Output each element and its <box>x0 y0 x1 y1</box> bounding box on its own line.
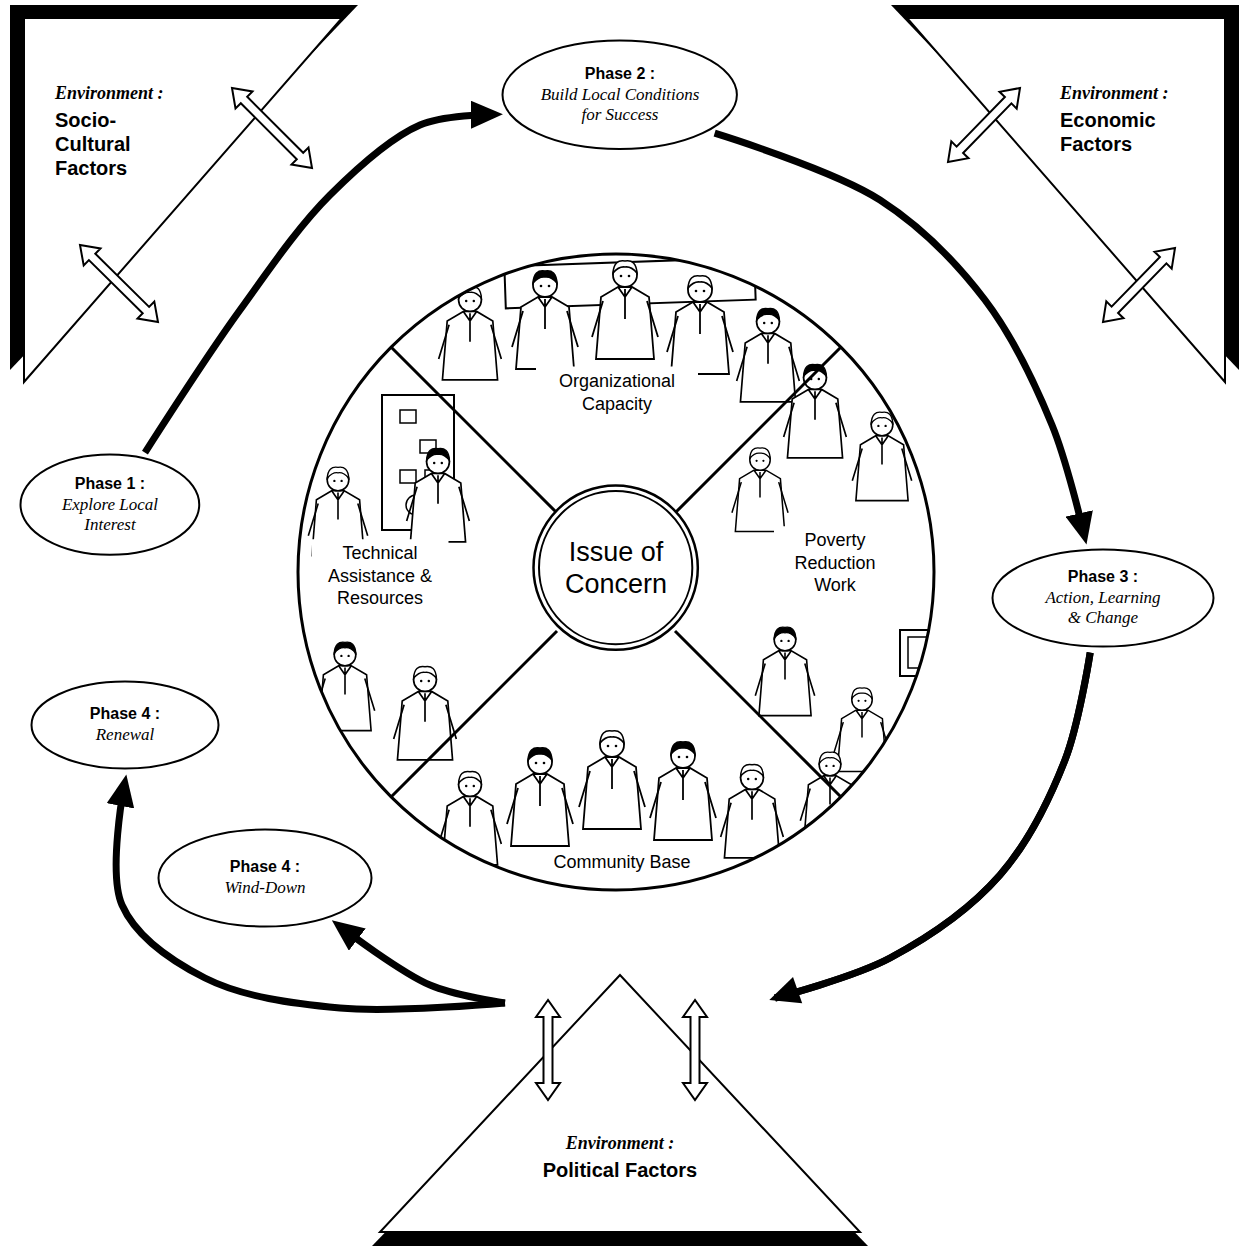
person-figure <box>732 448 788 532</box>
phase-text: Build Local Conditions for Success <box>540 85 700 126</box>
factor-label: Political Factors <box>520 1158 720 1182</box>
cycle-arrow <box>715 133 1084 532</box>
wheel-rim <box>298 254 934 890</box>
person-figure <box>507 748 573 846</box>
person-figure <box>394 666 457 759</box>
person-figure <box>667 276 733 374</box>
wheel-ground <box>298 254 934 890</box>
divider-line <box>675 631 841 797</box>
segment-label: Community Base <box>553 851 690 874</box>
person-figure <box>852 412 911 500</box>
ellipse-outline <box>30 680 220 770</box>
person-figure <box>755 627 814 715</box>
phase-text: Renewal <box>96 725 155 745</box>
person-figure <box>579 731 645 829</box>
phase-ellipse: Phase 2 :Build Local Conditions for Succ… <box>501 39 738 151</box>
person-figure <box>834 688 890 772</box>
circle-outline <box>532 484 699 651</box>
triangle-face <box>24 18 342 382</box>
wheel-segment: Poverty Reduction Work <box>774 526 896 600</box>
triangle-text: Environment : Socio-Cultural Factors <box>55 83 215 180</box>
phase-text: Wind-Down <box>224 878 305 898</box>
environment-label: Environment : <box>520 1133 720 1154</box>
center-label: Issue of Concern <box>551 536 681 601</box>
person-figure <box>315 642 374 730</box>
person-figure <box>512 271 578 369</box>
double-arrow <box>232 88 312 168</box>
triangle-face <box>380 975 860 1232</box>
person-figure <box>784 364 847 457</box>
phase-ellipse: Phase 3 :Action, Learning & Change <box>991 548 1215 648</box>
wheel-segment: Organizational Capacity <box>536 367 698 418</box>
phase-title: Phase 1 : <box>75 474 145 495</box>
double-arrow <box>1103 248 1175 322</box>
triangle-text: Environment : Economic Factors <box>1060 83 1220 156</box>
phase-title: Phase 4 : <box>230 857 300 878</box>
triangle-text: Environment : Political Factors <box>520 1133 720 1182</box>
person-figure <box>407 448 470 541</box>
person-figure <box>650 742 716 840</box>
ellipse-outline <box>157 828 373 928</box>
double-arrow <box>80 245 158 322</box>
factor-label: Socio-Cultural Factors <box>55 108 155 180</box>
environment-triangle: Environment : Economic Factors <box>891 5 1241 385</box>
triangle-outline <box>891 5 1241 385</box>
phase-text: Action, Learning & Change <box>1038 588 1168 629</box>
environment-label: Environment : <box>55 83 215 104</box>
person-figure <box>439 771 502 864</box>
wheel-segment: Technical Assistance & Resources <box>312 539 449 613</box>
person-figure <box>737 308 800 401</box>
double-arrow <box>683 1000 707 1100</box>
environment-triangle: Environment : Socio-Cultural Factors <box>10 5 360 385</box>
cycle-arrow <box>116 653 1090 1010</box>
center-circle: Issue of Concern <box>532 484 699 651</box>
triangle-outline <box>367 975 877 1247</box>
segment-label: Organizational Capacity <box>542 370 692 415</box>
divider-line <box>391 631 557 797</box>
double-arrow <box>948 88 1020 162</box>
cycle-arrow <box>342 653 1090 1003</box>
triangle-face <box>907 18 1225 382</box>
phase-ellipse: Phase 4 :Renewal <box>30 680 220 770</box>
segment-label: Technical Assistance & Resources <box>318 542 443 610</box>
segment-label: Poverty Reduction Work <box>780 529 890 597</box>
double-arrow <box>536 1000 560 1100</box>
phase-title: Phase 4 : <box>90 704 160 725</box>
person-figure <box>592 261 658 359</box>
triangle-outline <box>10 5 360 385</box>
phase-ellipse: Phase 1 :Explore Local Interest <box>19 453 201 556</box>
phase-text: Explore Local Interest <box>55 495 165 536</box>
phase-ellipse: Phase 4 :Wind-Down <box>157 828 373 928</box>
environment-label: Environment : <box>1060 83 1220 104</box>
wheel-segment: Community Base <box>547 848 696 877</box>
environment-triangle: Environment : Political Factors <box>367 975 877 1247</box>
divider-line <box>675 347 841 513</box>
factor-label: Economic Factors <box>1060 108 1170 156</box>
phase-title: Phase 2 : <box>585 64 655 85</box>
computer-monitor <box>900 630 958 690</box>
phase-title: Phase 3 : <box>1068 567 1138 588</box>
divider-line <box>391 347 557 513</box>
person-figure <box>721 764 784 857</box>
